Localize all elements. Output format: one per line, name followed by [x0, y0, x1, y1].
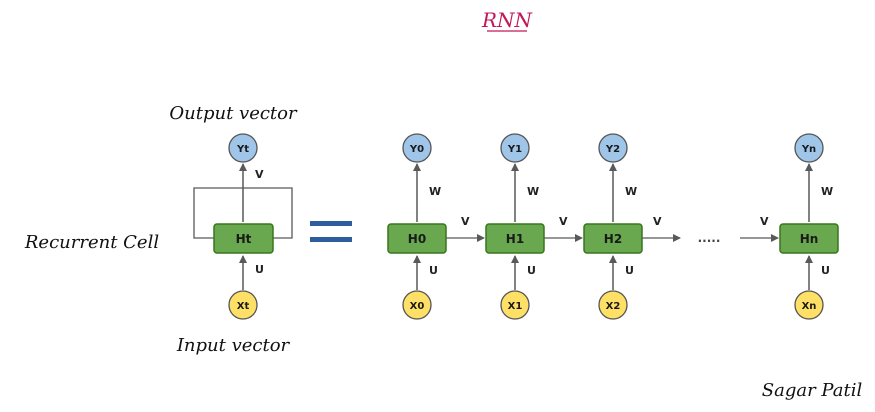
step-input-label: X1 — [508, 301, 523, 312]
step-output-label: Y2 — [605, 144, 620, 155]
author-label: Sagar Patil — [762, 380, 863, 401]
step-output-node — [598, 133, 628, 163]
step-input-weight-label: U — [625, 264, 634, 277]
step-output-label: Y1 — [507, 144, 522, 155]
output-node-label: Yt — [236, 144, 249, 155]
step-hidden-box — [779, 223, 839, 254]
step-output-weight-label: W — [625, 185, 637, 198]
input-vector-label: Input vector — [176, 335, 291, 356]
recurrent-weight-label-0: V — [461, 215, 470, 228]
recurrent-cell: V U Ht Yt Xt — [193, 133, 293, 320]
recurrent-weight-label-2: V — [653, 215, 662, 228]
step-input-weight-label: U — [821, 264, 830, 277]
step-output-node — [500, 133, 530, 163]
step-hidden-label: Hn — [800, 232, 819, 246]
step-output-label: Y0 — [409, 144, 424, 155]
step-hidden-label: H0 — [408, 232, 426, 246]
equals-sign-bottom — [310, 237, 352, 242]
recurrent-cell-label: Recurrent Cell — [24, 232, 159, 253]
hidden-state-label: Ht — [236, 232, 252, 246]
step-input-weight-label: U — [527, 264, 536, 277]
step-input-node — [794, 290, 824, 320]
step-input-label: X2 — [606, 301, 621, 312]
step-input-label: Xn — [802, 301, 817, 312]
output-node — [228, 133, 258, 163]
hidden-state-box — [213, 223, 274, 254]
sequence-ellipsis: ..... — [698, 231, 721, 245]
step-hidden-label: H1 — [506, 232, 524, 246]
step-input-node — [598, 290, 628, 320]
recurrent-weight-label-1: V — [559, 215, 568, 228]
input-node-label: Xt — [237, 301, 250, 312]
output-vector-label: Output vector — [169, 103, 298, 124]
step-input-node — [500, 290, 530, 320]
recurrent-weight-label-n: V — [760, 215, 769, 228]
equals-sign-top — [310, 221, 352, 226]
input-node — [228, 290, 258, 320]
step-input-label: X0 — [410, 301, 425, 312]
step-output-node — [402, 133, 432, 163]
step-output-weight-label: W — [429, 185, 441, 198]
step-output-weight-label: W — [527, 185, 539, 198]
step-input-node — [402, 290, 432, 320]
step-hidden-label: H2 — [604, 232, 622, 246]
step-output-label: Yn — [801, 144, 816, 155]
step-output-node — [794, 133, 824, 163]
diagram-title: RNN — [481, 8, 534, 32]
step-input-weight-label: U — [429, 264, 438, 277]
step-output-weight-label: W — [821, 185, 833, 198]
cell-output-weight-label: V — [255, 168, 264, 181]
cell-input-weight-label: U — [255, 263, 264, 276]
